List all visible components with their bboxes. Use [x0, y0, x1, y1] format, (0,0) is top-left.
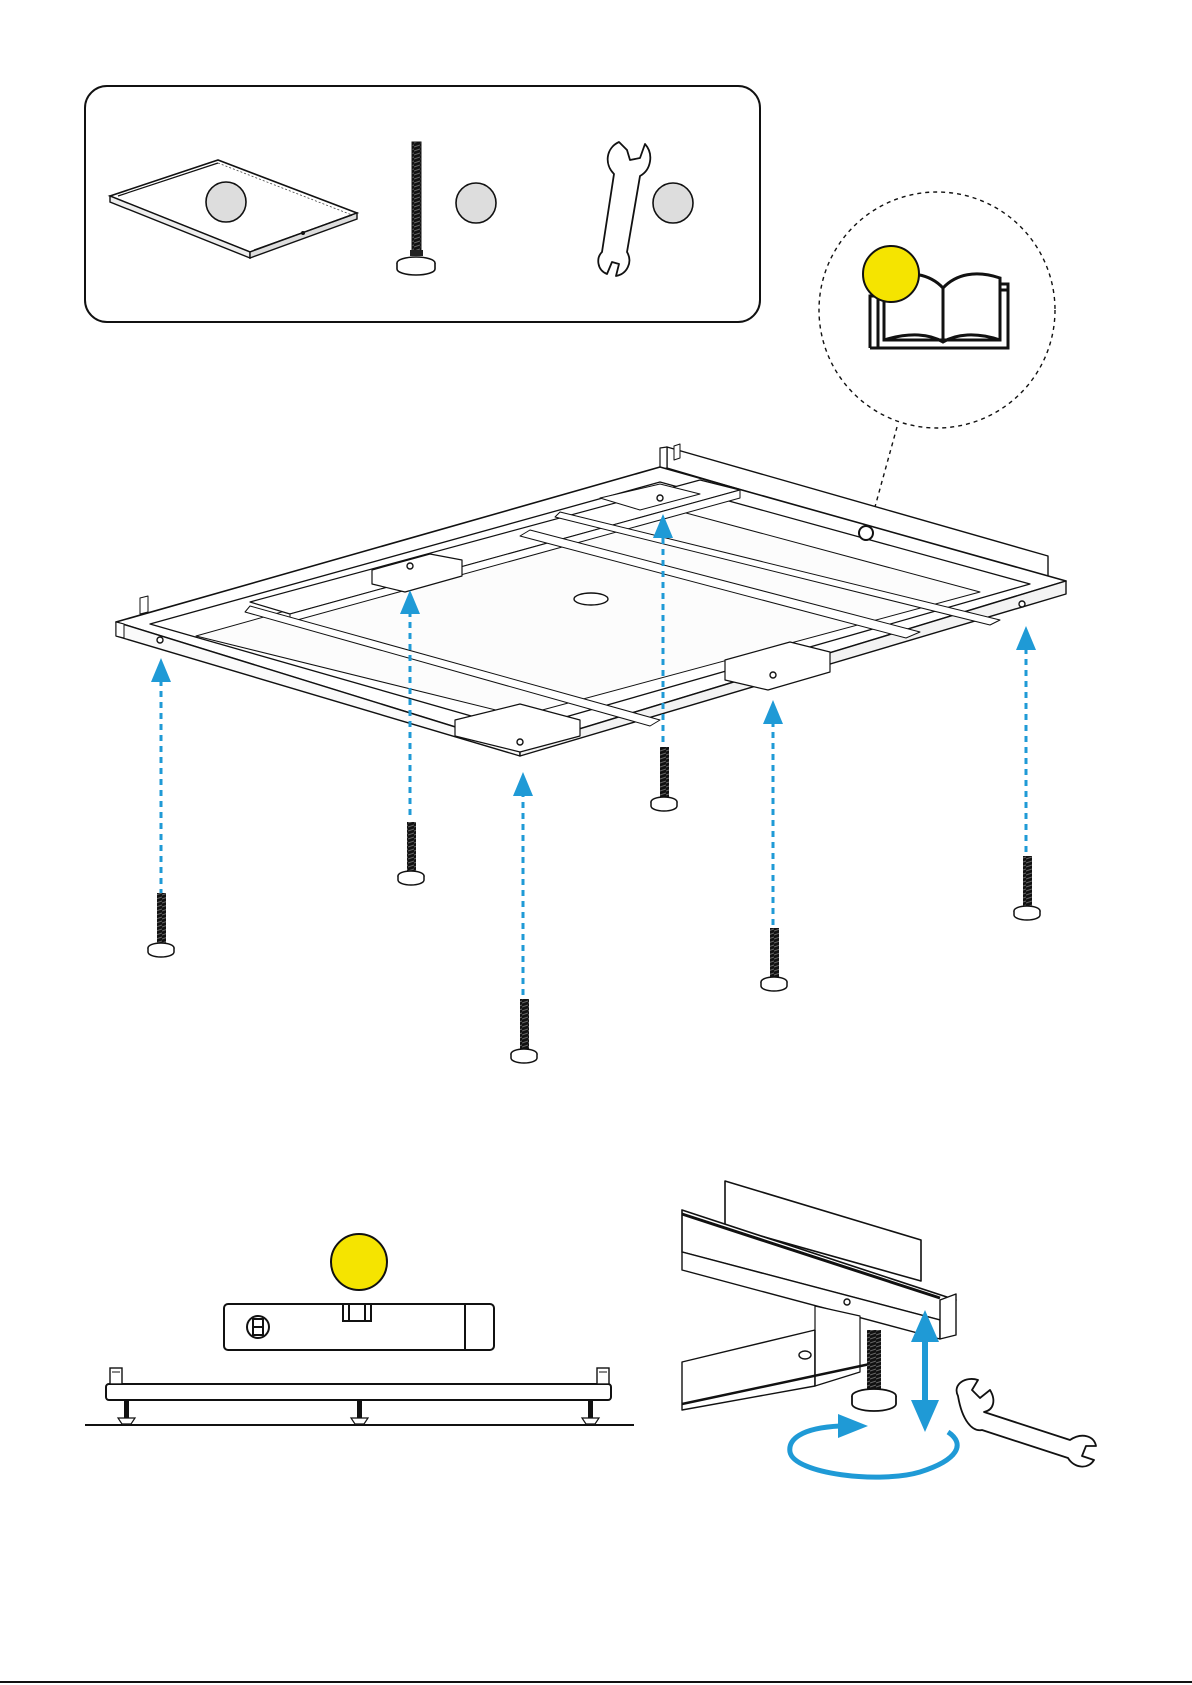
manual-badge [863, 246, 919, 302]
foot-bolt-4 [651, 747, 677, 811]
tray-frame [116, 444, 1066, 756]
adjust-wrench-icon [957, 1379, 1096, 1467]
foot-bolt-1 [148, 893, 174, 957]
spirit-level-icon [224, 1304, 494, 1350]
tray-part-badge [206, 182, 246, 222]
foot-arrow-6 [1016, 626, 1036, 852]
tray-side-view [85, 1368, 634, 1425]
parts-panel [85, 86, 760, 322]
wrench-part-badge [653, 183, 693, 223]
foot-arrow-3 [513, 772, 533, 995]
adjust-step [682, 1181, 956, 1410]
foot-bolt-2 [398, 822, 424, 885]
foot-bolt-6 [1014, 856, 1040, 920]
foot-arrow-1 [151, 658, 171, 895]
back-fitting [859, 526, 873, 540]
foot-bolt-3 [511, 999, 537, 1063]
foot-bolt-5 [761, 928, 787, 991]
foot-bolt-part-badge [456, 183, 496, 223]
foot-arrow-5 [763, 700, 783, 925]
leveling-step [85, 1234, 634, 1425]
drain-hole [574, 593, 608, 605]
manual-callout [819, 192, 1055, 525]
rotation-arrow [790, 1414, 957, 1477]
level-badge [331, 1234, 387, 1290]
